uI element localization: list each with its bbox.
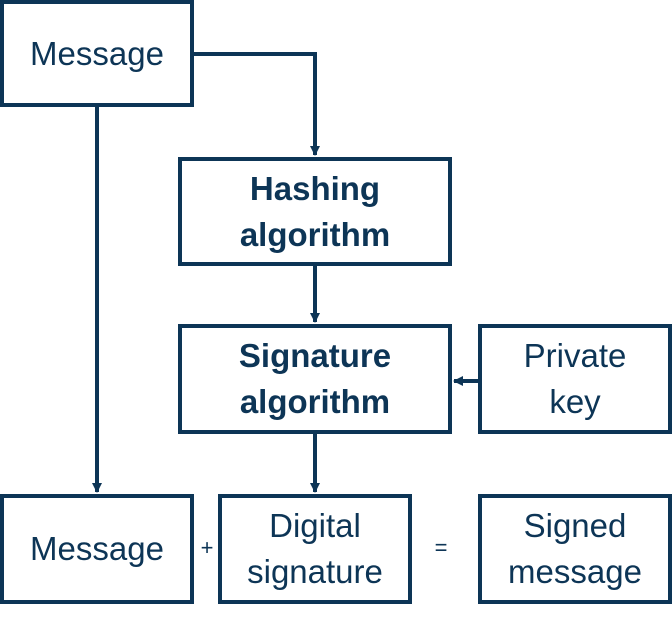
digital-signature-box: Digital signature: [218, 494, 412, 604]
private-key-label: Private key: [523, 337, 627, 420]
arrow-message-to-hashing: [192, 52, 320, 156]
hashing-algorithm-label: Hashing algorithm: [239, 169, 391, 253]
digital-signature-label: Digital signature: [247, 507, 383, 590]
signature-algorithm-label: Signature algorithm: [238, 337, 392, 420]
signed-message-label: Signed message: [508, 507, 642, 590]
message-top-box: Message: [0, 0, 194, 107]
plus-operator: +: [200, 535, 214, 560]
signature-algorithm-box: Signature algorithm: [178, 324, 452, 434]
signed-message-box: Signed message: [478, 494, 672, 604]
private-key-box: Private key: [478, 324, 672, 434]
message-top-label: Message: [30, 34, 164, 72]
message-bottom-label: Message: [30, 530, 164, 567]
equals-operator: =: [434, 535, 448, 560]
message-bottom-box: Message: [0, 494, 194, 604]
hashing-algorithm-box: Hashing algorithm: [178, 157, 452, 266]
